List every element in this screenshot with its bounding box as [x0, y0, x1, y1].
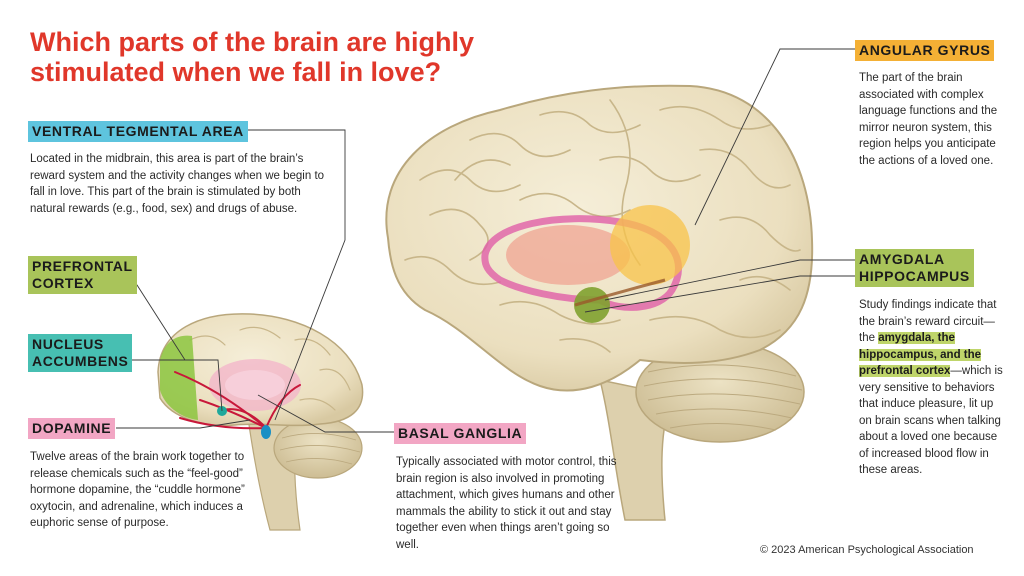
vta-label: VENTRAL TEGMENTAL AREA: [28, 121, 248, 142]
amygdala-label-line2: HIPPOCAMPUS: [859, 268, 970, 284]
prefrontal-label-line2: CORTEX: [32, 275, 94, 291]
study-text-part2: —which is very sensitive to behaviors th…: [859, 365, 1003, 476]
dopamine-label: DOPAMINE: [28, 418, 116, 439]
copyright-notice: © 2023 American Psychological Associatio…: [760, 544, 974, 556]
basal-ganglia-label: BASAL GANGLIA: [394, 423, 527, 444]
nucleus-label-line1: NUCLEUS: [32, 336, 104, 352]
nucleus-accumbens-label: NUCLEUS ACCUMBENS: [28, 334, 133, 372]
basal-ganglia-description: Typically associated with motor control,…: [396, 456, 617, 551]
prefrontal-label: PREFRONTAL CORTEX: [28, 256, 137, 294]
small-brain: [157, 313, 364, 531]
study-text-part1: Study findings indicate that the brain’s…: [859, 299, 997, 344]
nucleus-label-line2: ACCUMBENS: [32, 353, 129, 369]
angular-gyrus-description: The part of the brain associated with co…: [859, 72, 998, 167]
amygdala-label-line1: AMYGDALA: [859, 251, 945, 267]
prefrontal-label-line1: PREFRONTAL: [32, 258, 133, 274]
page-title: Which parts of the brain are highly stim…: [30, 27, 475, 87]
amygdala-hippocampus-label: AMYGDALA HIPPOCAMPUS: [855, 249, 974, 287]
study-findings-description: Study findings indicate that the brain’s…: [859, 297, 1004, 479]
large-brain: [385, 84, 814, 521]
leader-lines: [116, 48, 855, 433]
vta-description: Located in the midbrain, this area is pa…: [30, 153, 325, 215]
angular-gyrus-label: ANGULAR GYRUS: [855, 40, 995, 61]
dopamine-description: Twelve areas of the brain work together …: [30, 451, 245, 529]
